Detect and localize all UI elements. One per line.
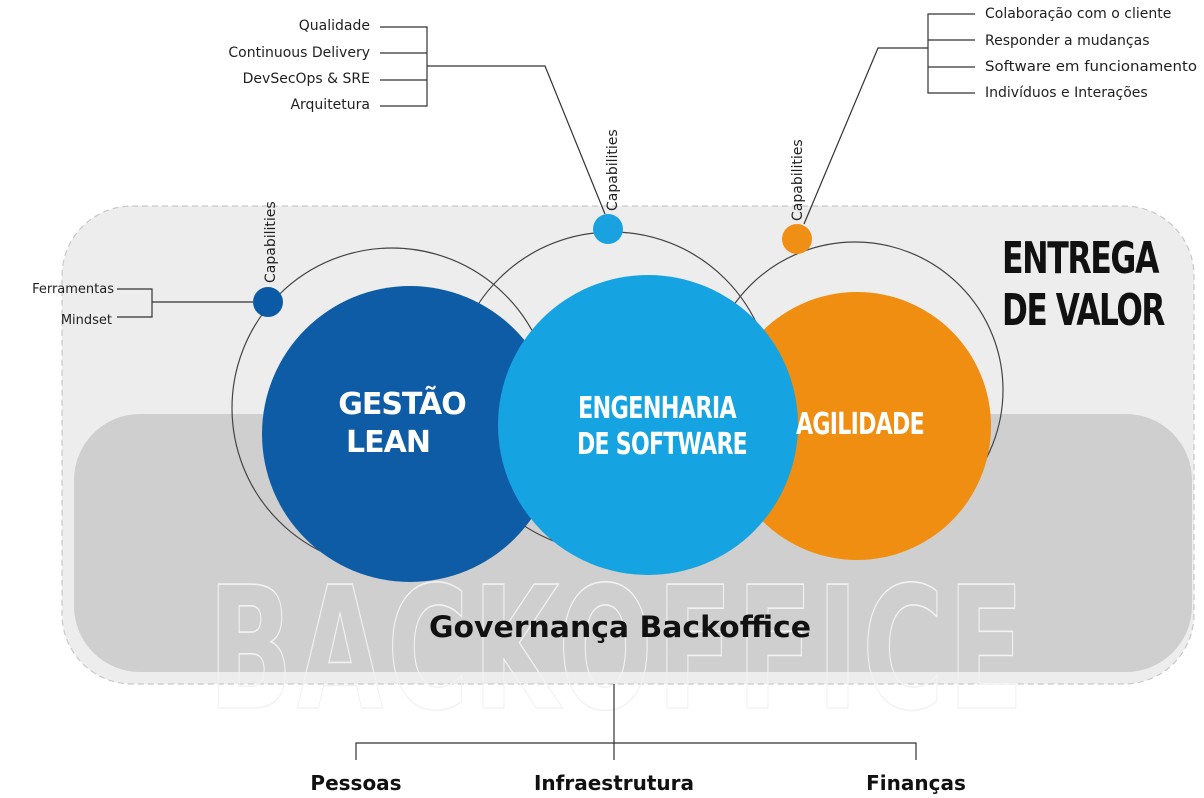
agi-item-colaboracao: Colaboração com o cliente <box>985 6 1171 22</box>
agilidade-label: AGILIDADE <box>796 407 924 442</box>
agilidade-connector <box>803 47 928 225</box>
eng-item-qualidade: Qualidade <box>299 18 370 34</box>
agilidade-circle <box>723 292 991 560</box>
engenharia-circle <box>498 275 798 575</box>
gestao-lean-label-2: LEAN <box>346 425 430 460</box>
lean-capability-dot <box>253 287 283 317</box>
gestao-lean-label-1: GESTÃO <box>338 385 466 422</box>
entrega-title-2: DE VALOR <box>1002 285 1165 336</box>
lean-capabilities-label: Capabilities <box>263 201 279 283</box>
lean-bracket <box>117 288 153 318</box>
eng-item-continuous-delivery: Continuous Delivery <box>228 45 370 61</box>
lean-item-mindset: Mindset <box>61 313 112 328</box>
engenharia-label-2: DE SOFTWARE <box>577 427 747 462</box>
backoffice-watermark: BACKOFFICE <box>208 551 1028 749</box>
agi-item-responder: Responder a mudanças <box>985 33 1150 49</box>
engenharia-capability-dot <box>593 214 623 244</box>
agilidade-capabilities-label: Capabilities <box>790 139 806 221</box>
footer-financas: Finanças <box>866 771 966 795</box>
engenharia-capabilities-label: Capabilities <box>605 129 621 211</box>
engenharia-connector <box>427 65 606 215</box>
engenharia-bracket <box>380 26 428 107</box>
lean-item-ferramentas: Ferramentas <box>32 282 114 297</box>
eng-item-devsecops: DevSecOps & SRE <box>243 71 370 87</box>
agilidade-bracket <box>927 13 975 94</box>
entrega-title-1: ENTREGA <box>1002 233 1159 284</box>
footer-infraestrutura: Infraestrutura <box>534 771 694 795</box>
governanca-title: Governança Backoffice <box>429 610 811 644</box>
agi-item-individuos: Indivíduos e Interações <box>985 85 1148 101</box>
eng-item-arquitetura: Arquitetura <box>290 97 370 113</box>
footer-tree <box>355 684 917 760</box>
agi-item-software: Software em funcionamento <box>985 59 1197 75</box>
agilidade-capability-dot <box>782 224 812 254</box>
gestao-lean-circle <box>262 286 558 582</box>
engenharia-label-1: ENGENHARIA <box>578 391 737 426</box>
footer-pessoas: Pessoas <box>310 771 401 795</box>
